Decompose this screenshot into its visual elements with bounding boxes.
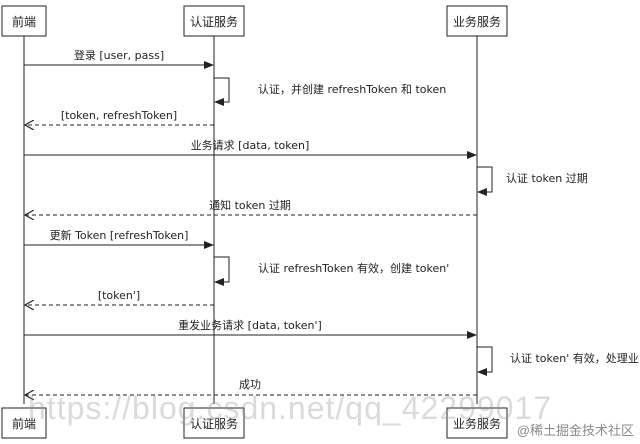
- actor-frontend-label: 前端: [12, 14, 36, 29]
- actor-auth-bottom: 认证服务: [183, 407, 245, 439]
- actor-auth-top: 认证服务: [183, 5, 245, 37]
- actor-frontend-bottom: 前端: [1, 407, 47, 439]
- actor-business-label-bottom: 业务服务: [453, 416, 501, 431]
- self-auth-refresh-label: 认证 refreshToken 有效，创建 token': [258, 261, 449, 275]
- actor-frontend-top: 前端: [1, 5, 47, 37]
- self-auth-expired-label: 认证 token 过期: [506, 172, 588, 185]
- msg-resend-request-label: 重发业务请求 [data, token']: [178, 318, 322, 332]
- msg-success-label: 成功: [239, 378, 261, 391]
- actor-auth-label-bottom: 认证服务: [190, 416, 238, 431]
- actor-business-top: 业务服务: [446, 5, 508, 37]
- self-auth-expired-arrow: [477, 166, 493, 196]
- actor-business-bottom: 业务服务: [446, 407, 508, 439]
- actor-auth-label: 认证服务: [190, 14, 238, 29]
- self-auth-create-arrow: [214, 77, 230, 106]
- self-auth-refresh-arrow: [214, 256, 230, 286]
- actor-frontend-label-bottom: 前端: [12, 416, 36, 431]
- self-auth-create-label: 认证，并创建 refreshToken 和 token: [258, 82, 446, 96]
- msg-business-request-label: 业务请求 [data, token]: [191, 139, 310, 152]
- msg-return-tokens-label: [token, refreshToken]: [61, 109, 177, 122]
- msg-refresh-token-label: 更新 Token [refreshToken]: [50, 228, 189, 242]
- self-auth-new-valid-arrow: [477, 346, 493, 376]
- msg-login-label: 登录 [user, pass]: [74, 48, 164, 62]
- self-auth-new-valid-label: 认证 token' 有效，处理业: [510, 351, 639, 365]
- actor-business-label: 业务服务: [453, 14, 501, 29]
- msg-return-new-token-label: [token']: [98, 289, 140, 302]
- msg-notify-expired-label: 通知 token 过期: [209, 198, 291, 212]
